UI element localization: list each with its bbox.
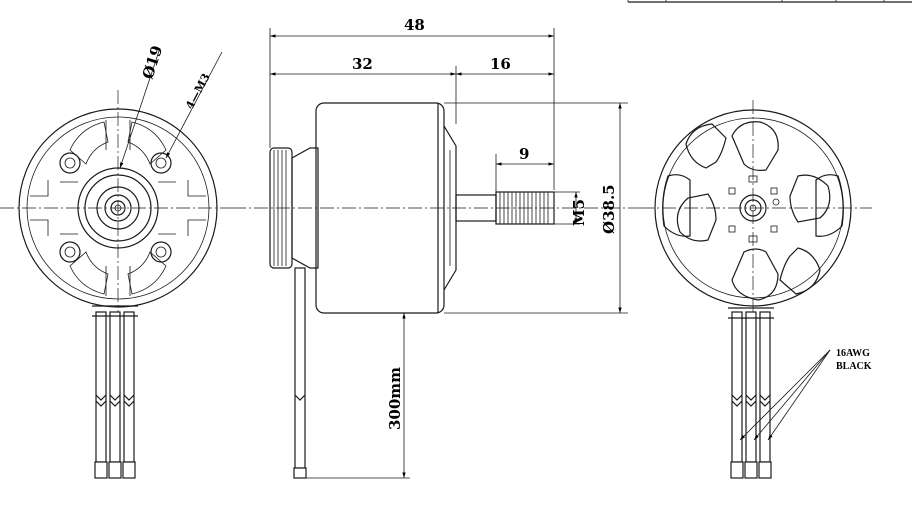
rear-bell-view: 16AWG BLACK: [640, 100, 872, 479]
body-length-label: 32: [352, 55, 373, 73]
lead-wires: [92, 305, 138, 479]
shaft-length-label: 16: [490, 55, 511, 73]
title-block-fragment: [627, 0, 912, 3]
overall-length-label: 48: [404, 16, 425, 34]
thread-length-label: 9: [519, 145, 529, 163]
side-view: 48 32 16 9 M5 Ø38.5 300mm: [232, 16, 640, 479]
lead-wires: [728, 307, 774, 479]
wire-color-note: BLACK: [836, 361, 872, 372]
wire-gauge-note: 16AWG: [836, 348, 870, 359]
bell-vent: [662, 121, 844, 301]
lead-length-label: 300mm: [386, 367, 404, 430]
mount-holes-label: 4—M3: [183, 71, 213, 111]
front-mount-view: Ø19 4—M3: [0, 43, 232, 479]
body-diameter-label: Ø38.5: [600, 184, 618, 234]
bolt-circle-label: Ø19: [139, 43, 167, 81]
mount-hole: [59, 152, 172, 263]
shaft-thread-label: M5: [570, 199, 588, 226]
